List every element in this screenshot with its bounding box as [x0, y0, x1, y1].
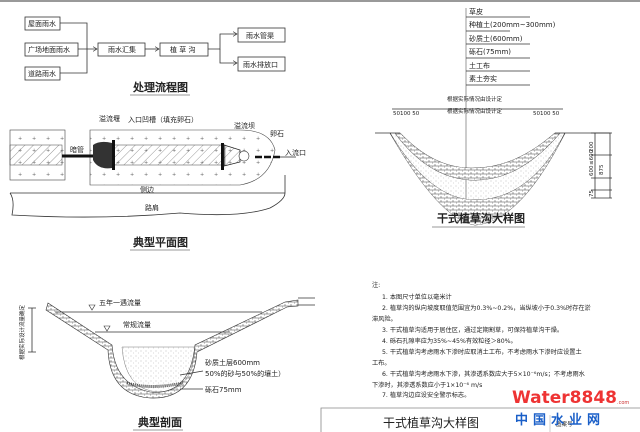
typical-section: 根据实际设计流量确定 五年一遇流量 常规流量 砂质土层600mm 50%的砂与5…	[18, 297, 315, 431]
section-sand-layer: 砂质土层600mm	[205, 358, 260, 367]
watermark-logo: Water8848 .com 中国水业网	[512, 388, 629, 428]
detail-width-note-1: 根据实际情况由设计定	[447, 95, 503, 103]
section-five-year-flow: 五年一遇流量	[99, 298, 141, 307]
section-gravel: 砾石75mm	[205, 385, 242, 394]
section-dim-label: 根据实际设计流量确定	[18, 304, 26, 360]
section-title: 典型剖面	[138, 415, 182, 429]
section-normal-flow: 常规流量	[123, 320, 151, 329]
plan-view: 溢流堰 入口凹槽（填充卵石） 溢流坝 卵石 暗管 入流口 侧边 路肩 典型平面图	[9, 114, 306, 251]
detail-depth-total: 875	[599, 164, 605, 175]
detail-depth-600: 600	[589, 165, 595, 176]
note-item: 5. 干式植草沟考虑雨水下渗时应取消土工布，不考虑雨水下渗时应设置土	[382, 348, 582, 356]
detail-layer-gravel: 砾石(75mm)	[469, 47, 511, 56]
flow-source-roof: 屋面雨水	[28, 19, 56, 28]
note-item: 1. 本图尺寸单位以毫米计	[382, 293, 452, 301]
flow-output-outlet: 雨水排放口	[243, 60, 278, 69]
flow-swale: 植 草 沟	[170, 45, 195, 54]
detail-layer-turf: 草皮	[469, 7, 483, 16]
plan-title: 典型平面图	[133, 235, 188, 249]
detail-layer-planting-soil: 种植土(200mm~300mm)	[469, 20, 556, 29]
watermark-cn: 中国水业网	[515, 412, 605, 428]
detail-depth-75: 75	[589, 190, 595, 197]
plan-label-inlet: 入流口	[285, 148, 306, 157]
flow-collect: 雨水汇集	[108, 45, 136, 54]
plan-label-culvert: 暗管	[70, 145, 84, 154]
note-item: 下渗时，其渗透系数应小于1×10⁻⁶ m/s	[372, 381, 482, 389]
watermark-suffix: .com	[617, 400, 629, 406]
note-item: 6. 干式植草沟考虑雨水下渗，其渗透系数应大于5×10⁻⁶m/s；不考虑雨水	[382, 370, 586, 378]
plan-label-cobble: 卵石	[270, 129, 284, 138]
flow-output-pipe: 雨水管渠	[246, 31, 274, 40]
notes: 注: 1. 本图尺寸单位以毫米计 2. 植草沟的纵向坡度取值范围宜为0.3%~0…	[372, 281, 591, 399]
flow-source-plaza: 广场地面雨水	[28, 45, 70, 54]
note-item: 7. 植草沟边应设安全警示标志。	[382, 391, 470, 399]
swale-detail: 草皮 种植土(200mm~300mm) 砂质土(600mm) 砾石(75mm) …	[375, 7, 612, 228]
flow-source-road: 道路雨水	[28, 69, 56, 78]
plan-label-inlet-pit: 入口凹槽（填充卵石）	[128, 115, 198, 124]
section-sand-mix: 50%的砂与50%的壤土）	[205, 369, 285, 378]
plan-label-road: 路肩	[145, 203, 159, 212]
titleblock-drawing-no: 图案号	[556, 420, 573, 428]
flow-chart: 屋面雨水 广场地面雨水 道路雨水 雨水汇集 植 草 沟 雨水管渠 雨水排放口 处…	[24, 16, 286, 96]
note-item: 2. 植草沟的纵向坡度取值范围宜为0.3%~0.2%，当纵坡小于0.3%时存在淤	[382, 304, 591, 312]
detail-layer-geotextile: 土工布	[469, 61, 490, 70]
detail-layer-compacted-soil: 素土夯实	[469, 74, 497, 83]
note-item: 工布。	[372, 359, 391, 367]
detail-layer-sandy-soil: 砂质土(600mm)	[469, 34, 523, 43]
plan-label-overflow-weir: 溢流堰	[99, 114, 120, 123]
watermark-brand: Water8848	[512, 388, 617, 408]
detail-depth-200: 200	[589, 141, 595, 152]
plan-label-overflow-dam: 溢流坝	[234, 121, 255, 130]
titleblock-title: 干式植草沟大样图	[383, 415, 479, 430]
flow-title: 处理流程图	[132, 80, 188, 94]
plan-label-curb: 侧边	[140, 185, 154, 194]
detail-depth-max: ≤600	[589, 149, 595, 165]
note-item: 滞风险。	[372, 315, 397, 323]
title-block: 干式植草沟大样图 图案号	[320, 407, 640, 432]
note-item: 4. 砾石孔隙率应为35%~45%有效粒径＞80%。	[382, 337, 517, 345]
notes-heading: 注:	[372, 281, 380, 289]
detail-dims-right: 50100 50	[533, 111, 560, 117]
detail-title: 干式植草沟大样图	[437, 211, 525, 225]
detail-dims-left: 50100 50	[393, 111, 420, 117]
note-item: 3. 干式植草沟适用于居住区，通过定期割草，可保持植草沟干燥。	[382, 326, 563, 334]
detail-width-note-2: 根据实际情况由设计定	[447, 107, 503, 115]
